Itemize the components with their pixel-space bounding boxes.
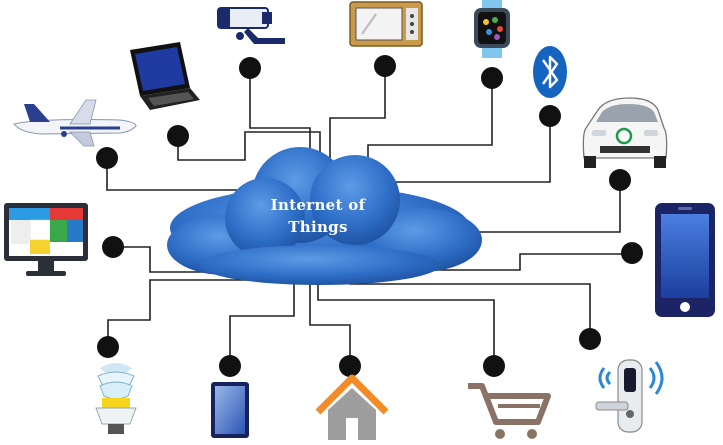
node-dot xyxy=(102,236,124,258)
node-dot xyxy=(167,125,189,147)
tablet-icon xyxy=(211,382,249,438)
connector-microwave xyxy=(329,68,386,170)
smartphone-icon xyxy=(655,203,715,317)
center-label-line2: Things xyxy=(288,218,348,236)
cloud xyxy=(167,147,482,285)
node-dot xyxy=(539,105,561,127)
node-dot xyxy=(374,55,396,77)
connector-smartphone xyxy=(392,253,632,271)
node-dot xyxy=(579,328,601,350)
light-bulb-icon xyxy=(95,363,137,434)
connector-car xyxy=(430,180,621,233)
center-label: Internet of Things xyxy=(248,194,388,238)
node-dot xyxy=(481,67,503,89)
node-dot xyxy=(97,336,119,358)
connector-airplane xyxy=(106,160,262,191)
node-dot xyxy=(339,355,361,377)
laptop-icon xyxy=(130,42,200,110)
smartwatch-icon xyxy=(474,0,510,58)
monitor-icon xyxy=(4,203,88,276)
car-icon xyxy=(582,97,668,168)
airplane-icon xyxy=(13,99,137,147)
connector-tablet xyxy=(229,255,295,366)
node-dot xyxy=(219,355,241,377)
node-dot xyxy=(609,169,631,191)
connector-laptop xyxy=(177,131,321,172)
house-icon xyxy=(315,374,389,440)
shopping-cart-icon xyxy=(468,383,551,439)
node-dot xyxy=(483,355,505,377)
connector-house xyxy=(309,262,351,366)
cctv-camera-icon xyxy=(217,7,285,44)
connector-smartwatch xyxy=(367,80,493,172)
node-dot xyxy=(96,147,118,169)
bluetooth-icon xyxy=(533,46,567,98)
connector-bluetooth xyxy=(382,118,551,183)
node-dot xyxy=(239,57,261,79)
microwave-icon xyxy=(349,1,423,47)
smart-lock-icon xyxy=(595,359,664,433)
center-label-line1: Internet of xyxy=(270,196,366,214)
node-dots xyxy=(96,55,643,377)
node-dot xyxy=(621,242,643,264)
